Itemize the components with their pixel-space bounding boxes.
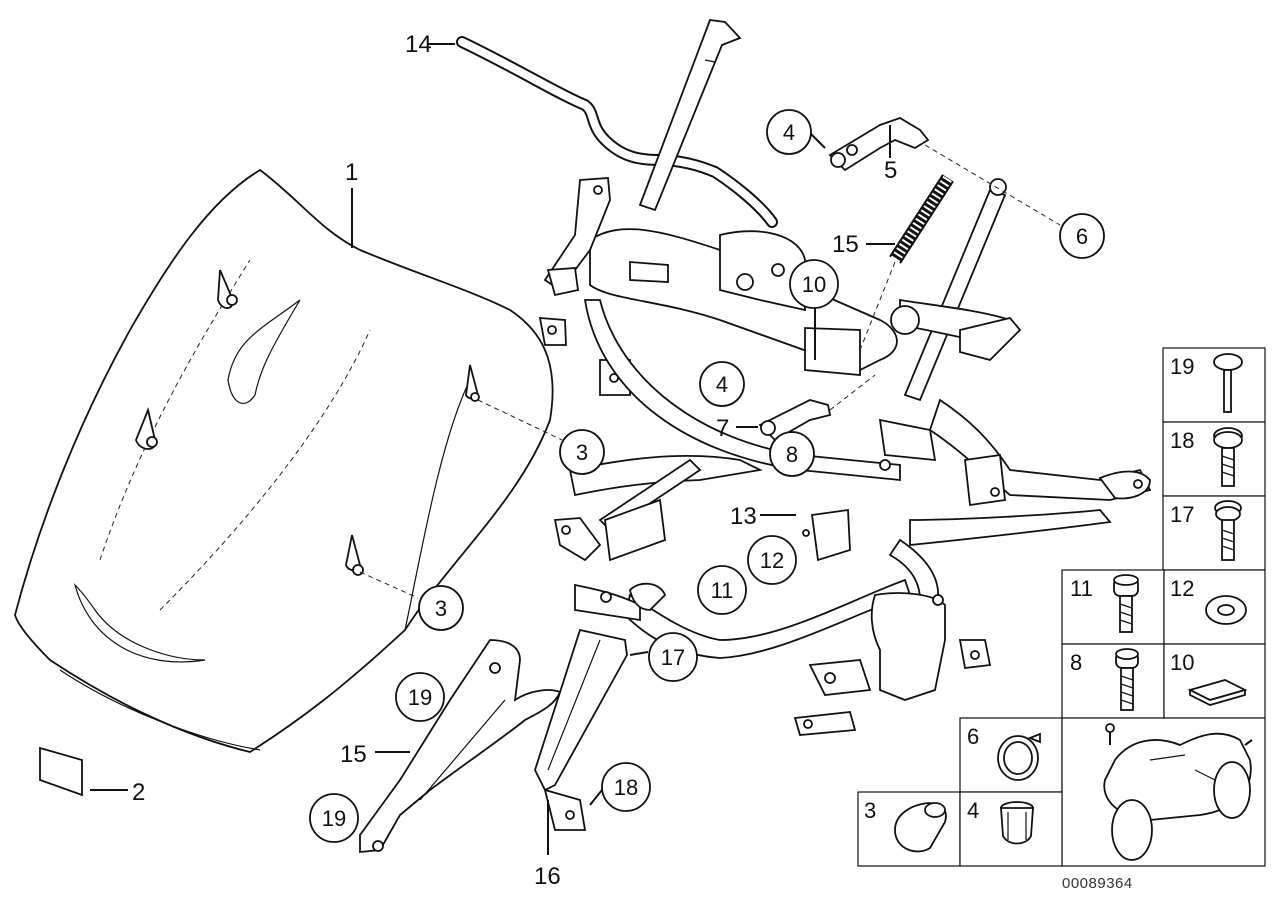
callout-circle-10: 10 — [789, 259, 839, 309]
bolt-icon — [1213, 427, 1243, 487]
callout-circle-11: 11 — [697, 565, 747, 615]
svg-text:8: 8 — [786, 442, 798, 467]
table-label-8: 8 — [1070, 650, 1082, 675]
callout-circle-4b: 4 — [699, 361, 745, 407]
grommet-nut-icon — [1000, 801, 1034, 845]
svg-text:19: 19 — [322, 806, 346, 831]
callout-2: 2 — [132, 779, 145, 806]
label-sticker-drawing — [39, 746, 83, 797]
callout-circle-4a: 4 — [766, 109, 812, 155]
svg-text:12: 12 — [760, 548, 784, 573]
callout-16: 16 — [534, 863, 561, 890]
retaining-ring-icon — [997, 732, 1041, 781]
table-label-3: 3 — [864, 798, 876, 823]
table-label-6: 6 — [967, 724, 979, 749]
socket-screw-icon — [1113, 574, 1139, 633]
table-label-4: 4 — [967, 798, 979, 823]
svg-text:6: 6 — [1076, 224, 1088, 249]
svg-text:3: 3 — [435, 596, 447, 621]
callout-7: 7 — [716, 415, 729, 442]
callout-circle-19a: 19 — [395, 672, 445, 722]
callouts: 14 1 2 5 15 7 13 15 16 3 3 4 4 6 — [132, 31, 1105, 890]
socket-screw-icon — [1115, 648, 1139, 711]
adhesive-pad-icon — [1187, 679, 1248, 706]
svg-text:18: 18 — [614, 775, 638, 800]
support-rod-drawing — [456, 36, 778, 228]
callout-circle-12: 12 — [747, 535, 797, 585]
washer-icon — [1205, 595, 1247, 625]
side-panel-drawing — [359, 639, 562, 853]
svg-text:11: 11 — [711, 578, 734, 603]
leader-lines — [90, 43, 1061, 855]
frame-drawing — [538, 19, 1152, 736]
callout-9: 14 — [405, 31, 432, 58]
table-label-12: 12 — [1170, 576, 1194, 601]
callout-circle-17: 17 — [648, 632, 698, 682]
rubber-cap-icon — [894, 802, 947, 853]
table-label-11: 11 — [1070, 576, 1093, 601]
table-label-10: 10 — [1170, 650, 1194, 675]
svg-text:17: 17 — [661, 645, 685, 670]
table-label-17: 17 — [1170, 502, 1194, 527]
svg-text:10: 10 — [802, 272, 826, 297]
callout-14: 15 — [832, 231, 859, 258]
callout-circle-3a: 3 — [559, 429, 605, 475]
reference-number: 00089364 — [1062, 875, 1133, 892]
table-label-19: 19 — [1170, 354, 1194, 379]
callout-circle-8: 8 — [769, 431, 815, 477]
svg-text:19: 19 — [408, 685, 432, 710]
table-label-18: 18 — [1170, 428, 1194, 453]
parts-table: 19 18 17 11 12 8 10 6 3 4 — [857, 347, 1266, 867]
bolt-with-washer-icon — [1214, 500, 1242, 561]
svg-text:4: 4 — [783, 120, 795, 145]
callout-circle-3b: 3 — [418, 585, 464, 631]
motorcycle-icon — [1103, 723, 1253, 861]
callout-circle-6: 6 — [1059, 213, 1105, 259]
callout-circle-19b: 19 — [309, 793, 359, 843]
svg-text:4: 4 — [716, 372, 728, 397]
rivet-icon — [1213, 353, 1243, 413]
mounting-bracket-drawing — [534, 628, 628, 831]
callout-1: 1 — [345, 159, 358, 186]
callout-15: 15 — [340, 741, 367, 768]
callout-circle-18: 18 — [601, 762, 651, 812]
callout-5: 5 — [884, 157, 897, 184]
callout-13: 13 — [730, 503, 757, 530]
svg-text:3: 3 — [576, 440, 588, 465]
windshield-drawing — [14, 168, 554, 753]
